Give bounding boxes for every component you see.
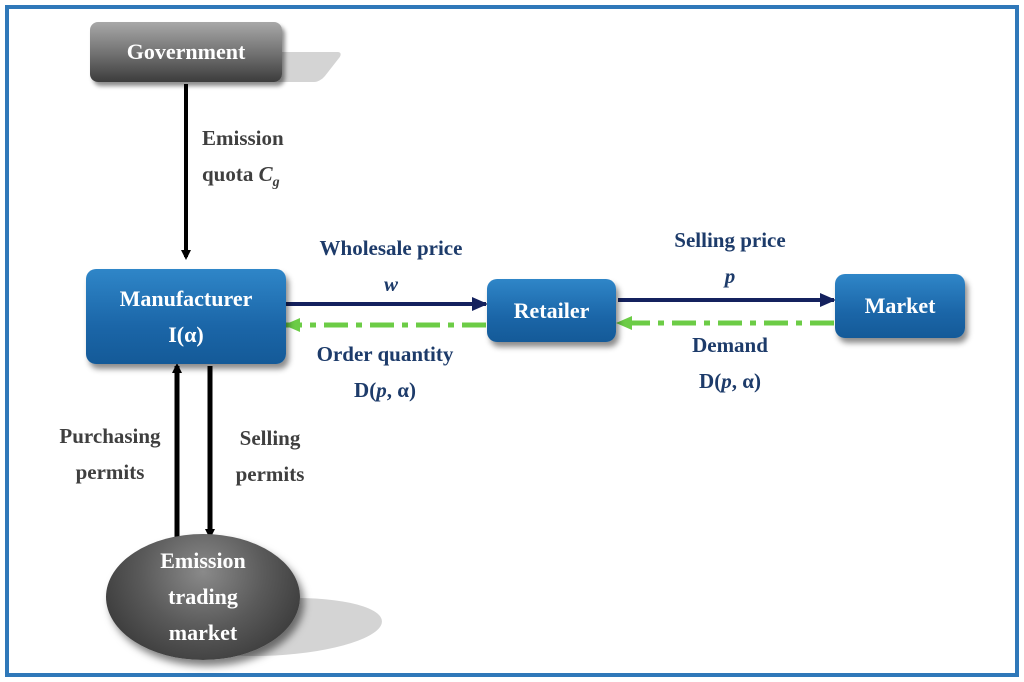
emission-market-line1: Emission <box>160 548 246 573</box>
selling-price-line1: Selling price <box>674 228 786 252</box>
government-node: Government <box>90 22 282 82</box>
manufacturer-function: I(α) <box>168 321 204 347</box>
selling-permits-line2: permits <box>235 462 305 486</box>
order-quantity-line1: Order quantity <box>316 342 454 366</box>
emission-market-line2: trading <box>168 584 238 609</box>
wholesale-price-label: Wholesale price w <box>296 230 486 302</box>
selling-price-symbol: p <box>724 264 736 288</box>
emission-quota-line2: quota Cg <box>202 162 280 191</box>
purchasing-permits-line2: permits <box>75 460 145 484</box>
manufacturer-node: Manufacturer I(α) <box>86 269 286 364</box>
manufacturer-label: Manufacturer <box>119 285 253 311</box>
retailer-label: Retailer <box>513 297 590 323</box>
order-quantity-label: Order quantity D(p, α) <box>292 336 478 408</box>
emission-market-line3: market <box>168 620 238 645</box>
retailer-node: Retailer <box>487 279 616 342</box>
demand-line1: Demand <box>692 333 768 357</box>
market-node: Market <box>835 274 965 338</box>
selling-permits-line1: Selling <box>239 426 301 450</box>
order-quantity-formula: D(p, α) <box>354 378 416 402</box>
emission-trading-market-node: Emission trading market <box>106 534 300 660</box>
emission-quota-line1: Emission <box>202 126 284 150</box>
selling-permits-label: Selling permits <box>220 420 320 492</box>
demand-formula: D(p, α) <box>699 369 761 393</box>
purchasing-permits-label: Purchasing permits <box>40 418 180 490</box>
wholesale-price-symbol: w <box>383 272 398 296</box>
emission-quota-label: Emission quota Cg <box>202 120 284 201</box>
government-label: Government <box>126 39 246 64</box>
selling-price-label: Selling price p <box>640 222 820 294</box>
demand-label: Demand D(p, α) <box>640 327 820 399</box>
wholesale-price-line1: Wholesale price <box>319 236 463 260</box>
market-label: Market <box>864 293 936 318</box>
purchasing-permits-line1: Purchasing <box>59 424 161 448</box>
